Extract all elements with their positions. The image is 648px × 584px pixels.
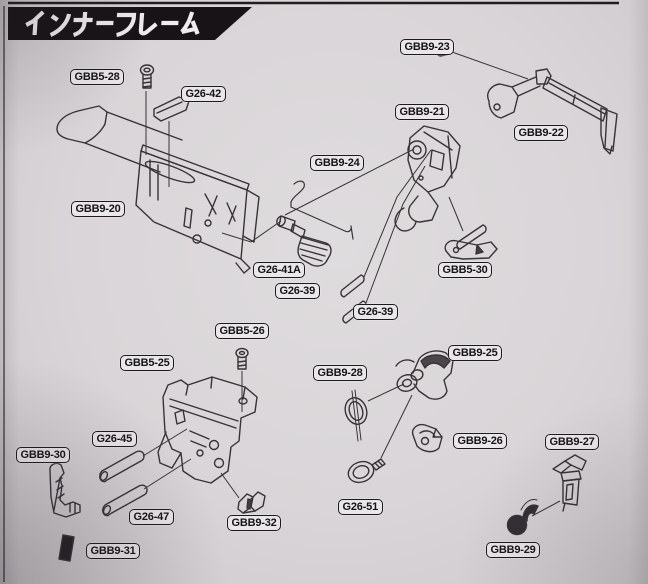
part-g26-51-drawing — [347, 458, 386, 484]
part-label-gbb9-25: GBB9-25 — [448, 345, 503, 361]
part-label-gbb9-30: GBB9-30 — [16, 447, 71, 463]
part-gbb5-30-drawing — [444, 224, 498, 260]
part-label-gbb9-32: GBB9-32 — [227, 515, 282, 531]
part-gbb9-21-drawing — [394, 125, 461, 232]
part-gbb9-27-drawing — [552, 454, 587, 512]
part-label-g26-47: G26-47 — [129, 509, 174, 525]
part-gbb9-20-drawing — [56, 105, 260, 274]
part-g26-47-drawing — [102, 484, 148, 517]
part-gbb9-28-drawing — [344, 389, 368, 442]
part-label-gbb5-28: GBB5-28 — [70, 69, 125, 85]
part-g26-45-drawing — [99, 450, 145, 483]
part-label-g26-51: G26-51 — [338, 499, 383, 515]
part-gbb9-31-drawing — [58, 534, 75, 562]
part-gbb5-28-drawing — [139, 64, 155, 89]
part-label-gbb9-24: GBB9-24 — [310, 155, 365, 171]
part-gbb9-32-drawing — [237, 491, 266, 514]
part-gbb9-24-drawing — [290, 180, 354, 240]
part-label-gbb9-29: GBB9-29 — [486, 542, 541, 558]
part-gbb9-30-drawing — [49, 462, 81, 518]
part-label-gbb9-27: GBB9-27 — [545, 434, 600, 450]
banner-title-glyphs — [25, 10, 200, 38]
page-border-lines — [3, 1, 619, 582]
part-gbb5-26-drawing — [235, 347, 249, 370]
part-label-g26-39: G26-39 — [353, 304, 398, 320]
leader-lines — [142, 51, 561, 517]
part-label-gbb5-25: GBB5-25 — [120, 355, 175, 371]
part-g26-42-drawing — [153, 96, 190, 122]
part-label-gbb5-30: GBB5-30 — [438, 262, 493, 278]
part-label-g26-45: G26-45 — [92, 431, 137, 447]
part-label-g26-41a: G26-41A — [253, 262, 306, 278]
part-label-gbb9-26: GBB9-26 — [453, 433, 508, 449]
part-gbb9-25-drawing — [395, 350, 454, 400]
part-label-gbb9-23: GBB9-23 — [400, 39, 455, 55]
part-gbb9-22-drawing — [487, 68, 618, 155]
part-label-g26-39: G26-39 — [275, 283, 320, 299]
part-label-gbb9-20: GBB9-20 — [71, 201, 126, 217]
part-gbb9-26-drawing — [411, 423, 443, 453]
part-label-g26-42: G26-42 — [181, 86, 226, 102]
part-gbb9-29-drawing — [506, 499, 539, 536]
part-label-gbb9-22: GBB9-22 — [514, 125, 569, 141]
title-banner — [8, 7, 252, 40]
part-label-gbb9-31: GBB9-31 — [86, 543, 141, 559]
part-label-gbb5-26: GBB5-26 — [215, 323, 270, 339]
part-g26-41a-drawing — [276, 215, 332, 267]
part-label-gbb9-21: GBB9-21 — [395, 104, 450, 120]
part-label-gbb9-28: GBB9-28 — [313, 365, 368, 381]
part-gbb5-25-drawing — [157, 376, 258, 484]
